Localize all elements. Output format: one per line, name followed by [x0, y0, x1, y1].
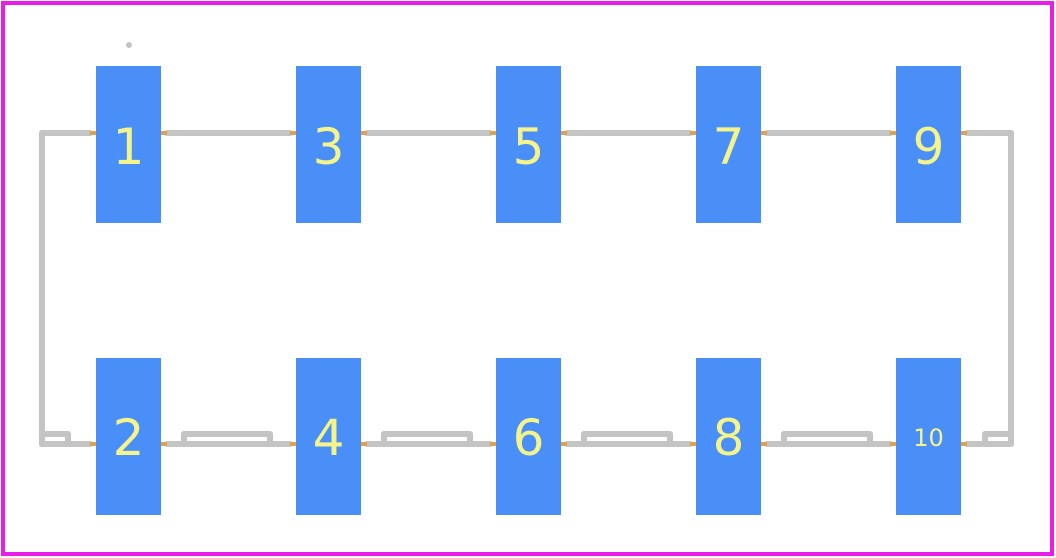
paste-stub [490, 131, 496, 135]
pad-8 [696, 358, 761, 515]
paste-stub [361, 442, 367, 446]
paste-stub [690, 131, 696, 135]
pad-2 [96, 358, 161, 515]
paste-stub [561, 131, 567, 135]
paste-stub [890, 442, 896, 446]
silk-bottom-notch [39, 431, 71, 447]
pad-4 [296, 358, 361, 515]
paste-stub [90, 131, 96, 135]
pad-3 [296, 66, 361, 223]
pin-one-marker [126, 42, 132, 48]
pad-label-1: 1 [113, 118, 145, 176]
pad-6 [496, 358, 561, 515]
pad-label-5: 5 [513, 118, 545, 176]
silk-bottom-notch [381, 431, 473, 447]
pad-label-3: 3 [313, 118, 345, 176]
paste-stub [690, 442, 696, 446]
silk-bottom-notch [982, 431, 1014, 447]
paste-stub [361, 131, 367, 135]
pad-label-4: 4 [313, 409, 345, 467]
pad-9 [896, 66, 961, 223]
paste-stub [890, 131, 896, 135]
pad-label-10: 10 [913, 424, 944, 452]
paste-stub [161, 442, 167, 446]
silk-bottom-notch [781, 431, 873, 447]
silk-bottom-notch [581, 431, 673, 447]
pad-10 [896, 358, 961, 515]
paste-stub [961, 442, 967, 446]
pad-label-8: 8 [713, 409, 745, 467]
paste-stub [290, 442, 296, 446]
silk-bottom-notch [181, 431, 273, 447]
paste-stub [161, 131, 167, 135]
paste-stub [290, 131, 296, 135]
paste-stubs [90, 131, 967, 446]
pad-7 [696, 66, 761, 223]
pad-label-9: 9 [913, 118, 945, 176]
pad-label-6: 6 [513, 409, 545, 467]
pad-label-2: 2 [113, 409, 145, 467]
paste-stub [761, 131, 767, 135]
silkscreen-outline [39, 130, 1014, 447]
paste-stub [490, 442, 496, 446]
pad-1 [96, 66, 161, 223]
paste-stub [561, 442, 567, 446]
pad-group: 1 3 5 7 9 2 4 6 8 10 [96, 66, 961, 515]
paste-stub [961, 131, 967, 135]
pad-label-7: 7 [713, 118, 745, 176]
paste-stub [761, 442, 767, 446]
pad-5 [496, 66, 561, 223]
paste-stub [90, 442, 96, 446]
